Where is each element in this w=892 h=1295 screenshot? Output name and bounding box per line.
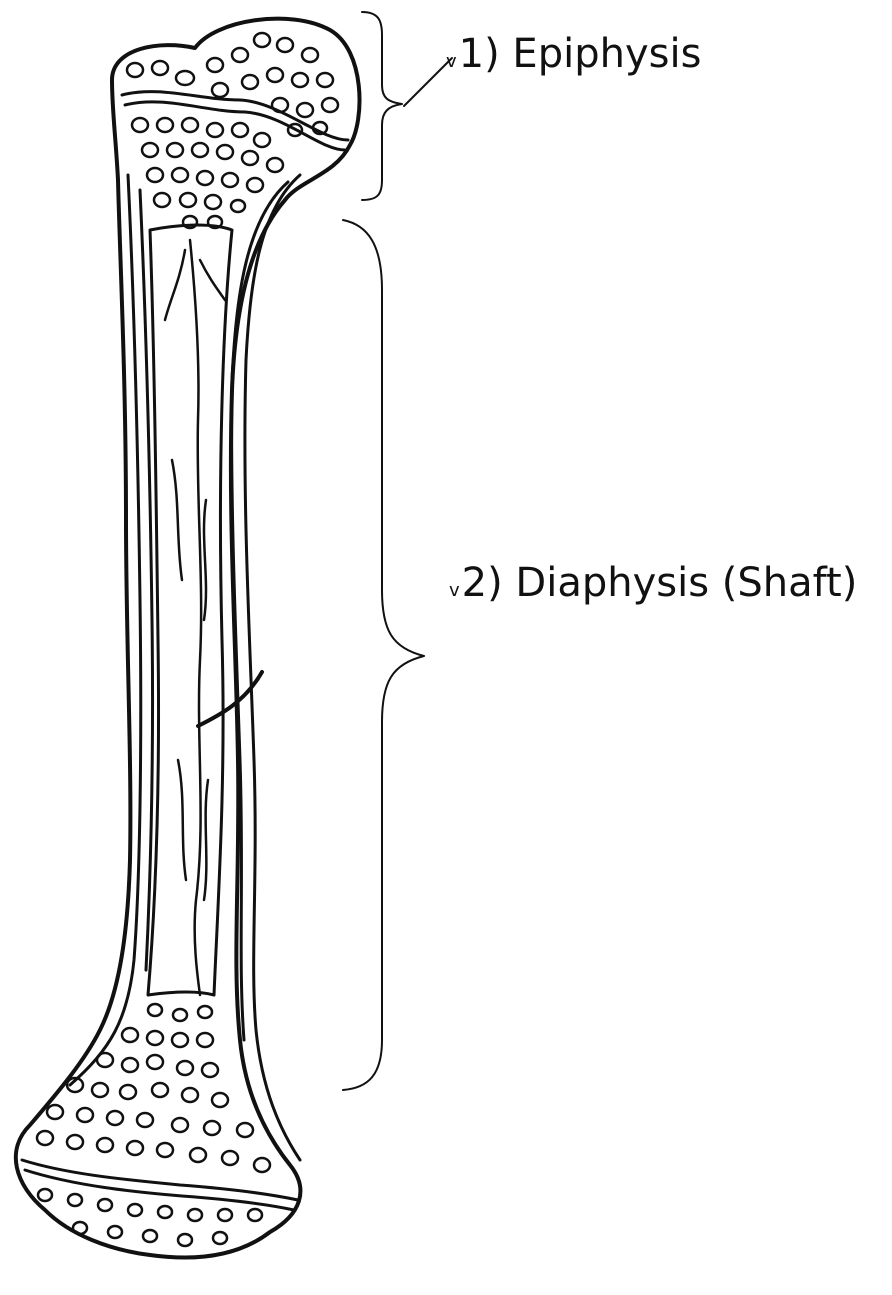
marrow-vessel-4 (178, 760, 208, 900)
epiphyseal-line-bottom-2 (25, 1170, 294, 1210)
label-tick-mark: v (449, 580, 460, 601)
epiphysis-bracket (362, 12, 402, 200)
marrow-vessel (190, 240, 201, 995)
diaphysis-label-text: 2) Diaphysis (Shaft) (462, 560, 858, 606)
cortical-line-left-2 (140, 190, 153, 970)
cortical-line-right (245, 175, 300, 1160)
spongy-bone-bottom (37, 1004, 270, 1246)
medullary-cavity (148, 225, 232, 995)
diaphysis-label: v2) Diaphysis (Shaft) (449, 563, 857, 603)
epiphysis-label: v1) Epiphysis (446, 34, 701, 74)
label-tick-mark: v (446, 51, 457, 72)
bone-outline (16, 19, 360, 1258)
spongy-bone-top (127, 33, 338, 228)
epiphysis-label-text: 1) Epiphysis (459, 31, 702, 77)
diaphysis-bracket (343, 220, 424, 1090)
epiphysis-leader-line (404, 58, 452, 106)
cortical-line-left (70, 175, 141, 1085)
